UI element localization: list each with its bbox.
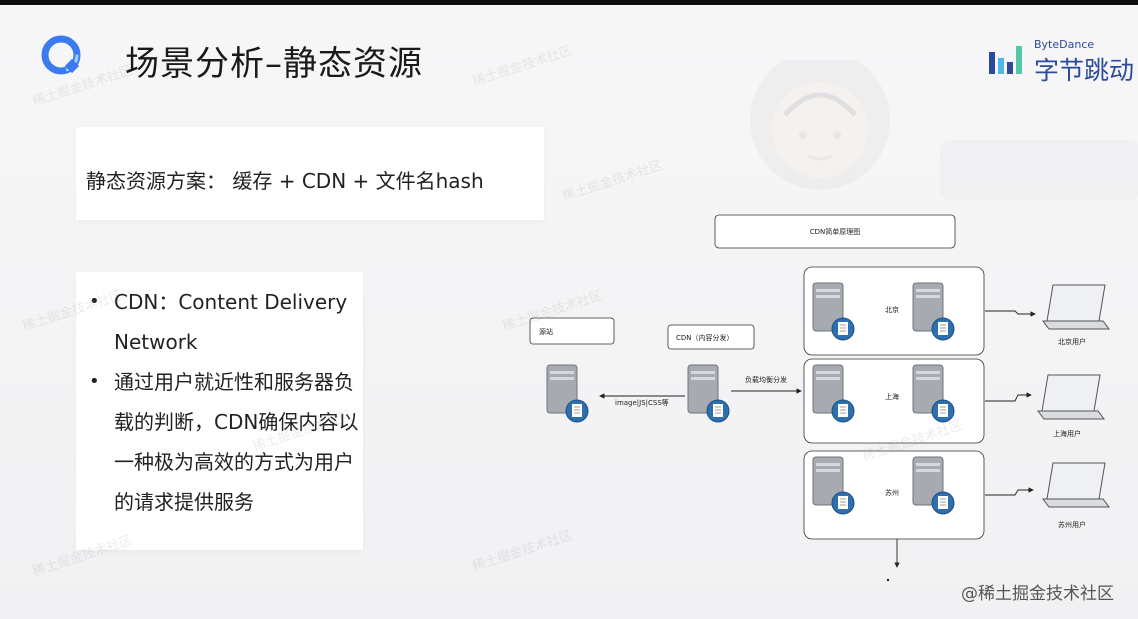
user-label-beijing: 北京用户	[1058, 337, 1086, 346]
course-logo-icon	[41, 35, 81, 75]
bullet-list: • CDN：Content Delivery Network • 通过用户就近性和服…	[84, 282, 359, 522]
bullet-dot: •	[89, 291, 100, 312]
user-label-shanghai: 上海用户	[1053, 429, 1081, 438]
edge-label-left: image|JS|CSS等	[615, 398, 669, 407]
bytedance-logo: ByteDance 字节跳动	[988, 38, 1138, 85]
list-item: • CDN：Content Delivery Network	[84, 282, 359, 362]
bullet-dot: •	[89, 371, 100, 392]
solution-text: 静态资源方案： 缓存 + CDN + 文件名hash	[86, 169, 484, 193]
origin-box	[529, 317, 615, 345]
arrow-to-user	[985, 487, 1034, 496]
laptop-icon	[1042, 462, 1110, 508]
diagram-title: CDN简单原理图	[810, 227, 861, 236]
bullet-text: 通过用户就近性和服务器负载的判断，CDN确保内容以一种极为高效的方式为用户的请求…	[114, 370, 359, 514]
region-label-beijing: 北京	[885, 305, 899, 314]
edge-label-right: 负载均衡分发	[745, 375, 787, 384]
origin-server-icon	[546, 364, 589, 423]
footer-watermark: @稀土掘金技术社区	[961, 584, 1114, 604]
bytedance-en: ByteDance	[1034, 38, 1095, 51]
solution-card: 静态资源方案： 缓存 + CDN + 文件名hash	[76, 127, 544, 220]
astronaut-illustration	[750, 60, 1138, 200]
region-label-suzhou: 苏州	[885, 488, 899, 497]
cdn-diagram: CDN简单原理图 源站 CDN（内容分发） image|JS|CSS等 负载均衡…	[529, 214, 1110, 582]
list-item: • 通过用户就近性和服务器负载的判断，CDN确保内容以一种极为高效的方式为用户的请…	[84, 362, 359, 522]
dot-marker	[886, 578, 890, 582]
arrow-to-user	[985, 392, 1032, 402]
user-label-suzhou: 苏州用户	[1058, 520, 1086, 529]
bytedance-cn: 字节跳动	[1034, 56, 1135, 85]
bullet-text: CDN：Content Delivery Network	[114, 290, 348, 354]
slide-title: 场景分析–静态资源	[125, 44, 423, 84]
top-black-bar	[0, 0, 1138, 5]
region-label-shanghai: 上海	[885, 392, 899, 401]
cdn-label: CDN（内容分发）	[676, 333, 734, 342]
cdn-explain-card: • CDN：Content Delivery Network • 通过用户就近性和服…	[76, 272, 363, 550]
bytedance-bars-icon	[989, 46, 1022, 74]
cdn-server-icon	[687, 364, 730, 423]
laptop-icon	[1037, 374, 1105, 420]
origin-label: 源站	[539, 327, 553, 336]
laptop-icon	[1042, 284, 1110, 330]
arrow-to-user	[985, 310, 1036, 317]
diagram-title-box	[714, 214, 956, 249]
cdn-box	[667, 324, 755, 350]
